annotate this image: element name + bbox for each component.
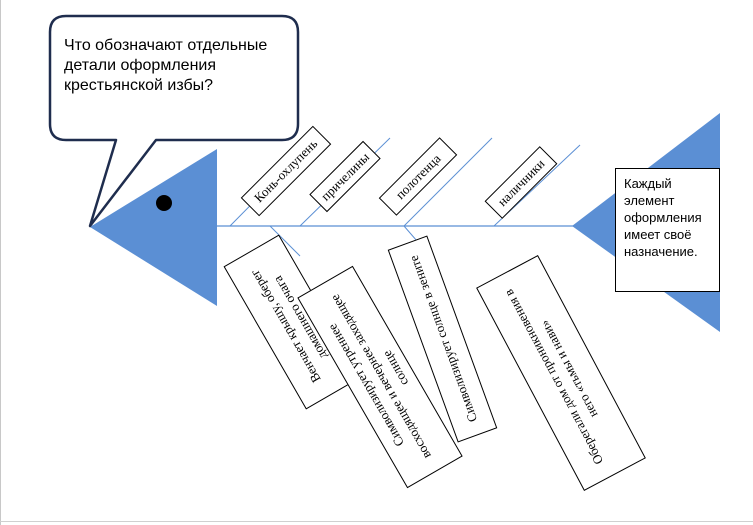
callout-bubble bbox=[48, 14, 300, 228]
page-bottom-edge bbox=[0, 521, 753, 522]
bone-lower-1 bbox=[269, 225, 301, 257]
conclusion-box: Каждый элемент оформления имеет своё наз… bbox=[615, 168, 720, 292]
bone-upper-3 bbox=[403, 137, 493, 227]
question-text: Что обозначают отдельные детали оформлен… bbox=[64, 37, 268, 94]
page-edge bbox=[0, 0, 1, 525]
fish-head bbox=[90, 149, 217, 306]
conclusion-text: Каждый элемент оформления имеет своё наз… bbox=[624, 176, 702, 259]
fish-eye bbox=[156, 195, 172, 211]
